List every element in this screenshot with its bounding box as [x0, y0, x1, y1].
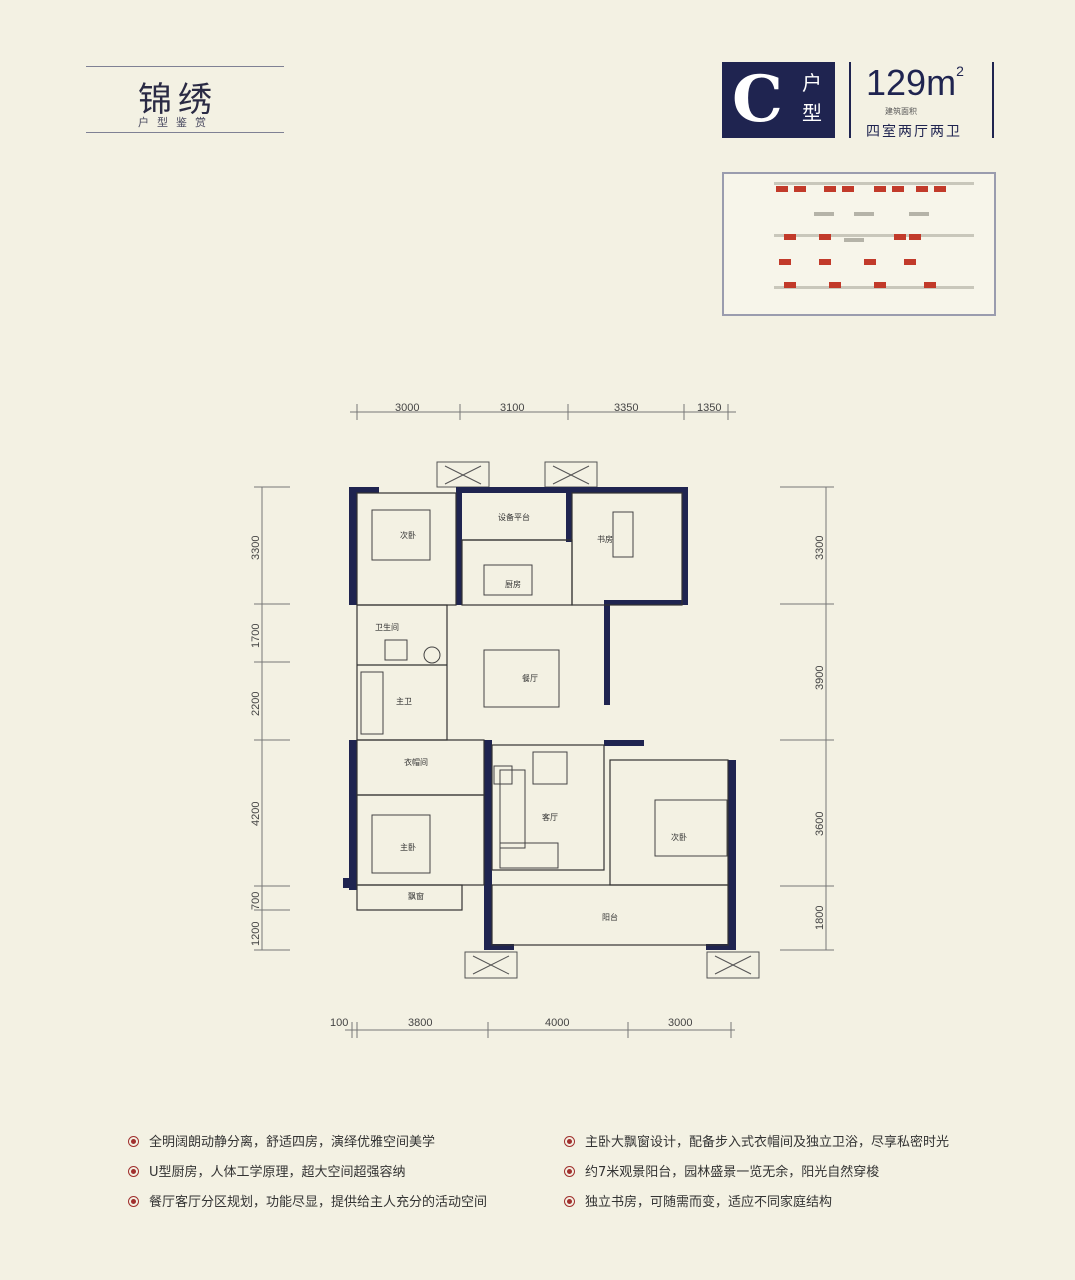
room-secondary-bedroom-1: 次卧	[400, 530, 416, 540]
room-walk-in-closet: 衣帽间	[404, 757, 428, 767]
brand-bottom-rule	[86, 132, 284, 133]
dim-right-2: 3900	[814, 666, 826, 690]
dim-bottom-4: 3000	[668, 1017, 692, 1029]
room-utility-balcony: 设备平台	[498, 512, 530, 522]
dim-left-4: 4200	[250, 802, 262, 826]
unit-area: 129m2	[866, 62, 964, 104]
feature-1: 全明阔朗动静分离，舒适四房，演绎优雅空间美学	[128, 1131, 435, 1150]
bullet-dot-icon	[564, 1196, 575, 1207]
dim-left-1: 3300	[250, 536, 262, 560]
room-master-bedroom: 主卧	[400, 842, 416, 852]
feature-6: 独立书房，可随需而变，适应不同家庭结构	[564, 1191, 832, 1210]
unit-type-label: 户 型	[800, 68, 824, 128]
dim-bottom-3: 4000	[545, 1017, 569, 1029]
dim-top-1: 3000	[395, 402, 419, 414]
bullet-dot-icon	[564, 1136, 575, 1147]
bullet-dot-icon	[128, 1136, 139, 1147]
bullet-dot-icon	[564, 1166, 575, 1177]
feature-3: 餐厅客厅分区规划，功能尽显，提供给主人充分的活动空间	[128, 1191, 487, 1210]
feature-text: 餐厅客厅分区规划，功能尽显，提供给主人充分的活动空间	[149, 1195, 488, 1210]
room-secondary-bedroom-2: 次卧	[671, 832, 687, 842]
room-master-bath: 主卫	[396, 696, 412, 706]
dim-left-2: 1700	[250, 624, 262, 648]
brand-subtitle: 户型鉴赏	[138, 116, 214, 129]
room-bay-window: 飘窗	[408, 891, 424, 901]
unit-type-label-1: 户	[802, 71, 822, 95]
feature-text: 主卧大飘窗设计，配备步入式衣帽间及独立卫浴，尽享私密时光	[585, 1135, 950, 1150]
feature-text: U型厨房，人体工学原理，超大空间超强容纳	[149, 1165, 406, 1180]
dim-bottom-1: 100	[330, 1017, 348, 1029]
dim-left-5: 700	[250, 892, 262, 910]
brand-title: 锦绣	[138, 80, 218, 120]
unit-type-badge: C 户 型	[722, 62, 835, 138]
dim-left-3: 2200	[250, 692, 262, 716]
site-plan-thumbnail	[722, 172, 996, 316]
room-balcony: 阳台	[602, 912, 618, 922]
badge-divider	[849, 62, 851, 138]
feature-2: U型厨房，人体工学原理，超大空间超强容纳	[128, 1161, 406, 1180]
unit-area-value: 129m	[866, 62, 957, 103]
unit-type-label-2: 型	[802, 101, 822, 125]
floor-plan: 3000 3100 3350 1350 100 3800 4000 3000 3…	[250, 402, 834, 1038]
feature-text: 全明阔朗动静分离，舒适四房，演绎优雅空间美学	[149, 1135, 436, 1150]
unit-layout: 四室两厅两卫	[866, 124, 962, 140]
room-study: 书房	[597, 534, 613, 544]
room-kitchen: 厨房	[505, 579, 521, 589]
site-plan-graphic	[774, 182, 974, 289]
dim-left-6: 1200	[250, 922, 262, 946]
feature-text: 独立书房，可随需而变，适应不同家庭结构	[585, 1195, 833, 1210]
dim-top-3: 3350	[614, 402, 638, 414]
feature-5: 约7米观景阳台，园林盛景一览无余，阳光自然穿梭	[564, 1161, 879, 1180]
partitions	[356, 492, 729, 946]
bullet-dot-icon	[128, 1196, 139, 1207]
area-divider	[992, 62, 994, 138]
room-living: 客厅	[542, 812, 558, 822]
dim-right-3: 3600	[814, 812, 826, 836]
unit-area-sup: 2	[956, 63, 964, 79]
feature-text: 约7米观景阳台，园林盛景一览无余，阳光自然穿梭	[585, 1165, 880, 1180]
dim-right-4: 1800	[814, 906, 826, 930]
dim-top-2: 3100	[500, 402, 524, 414]
dim-bottom-2: 3800	[408, 1017, 432, 1029]
furniture	[360, 509, 728, 874]
dim-top-4: 1350	[697, 402, 721, 414]
room-dining: 餐厅	[522, 674, 538, 683]
unit-area-label: 建筑面积	[885, 107, 917, 116]
feature-4: 主卧大飘窗设计，配备步入式衣帽间及独立卫浴，尽享私密时光	[564, 1131, 949, 1150]
dimension-lines	[254, 404, 834, 1038]
dim-right-1: 3300	[814, 536, 826, 560]
room-bathroom: 卫生间	[375, 622, 399, 632]
brand-top-rule	[86, 66, 284, 67]
walls	[343, 487, 736, 950]
bullet-dot-icon	[128, 1166, 139, 1177]
unit-type-letter: C	[732, 62, 783, 137]
